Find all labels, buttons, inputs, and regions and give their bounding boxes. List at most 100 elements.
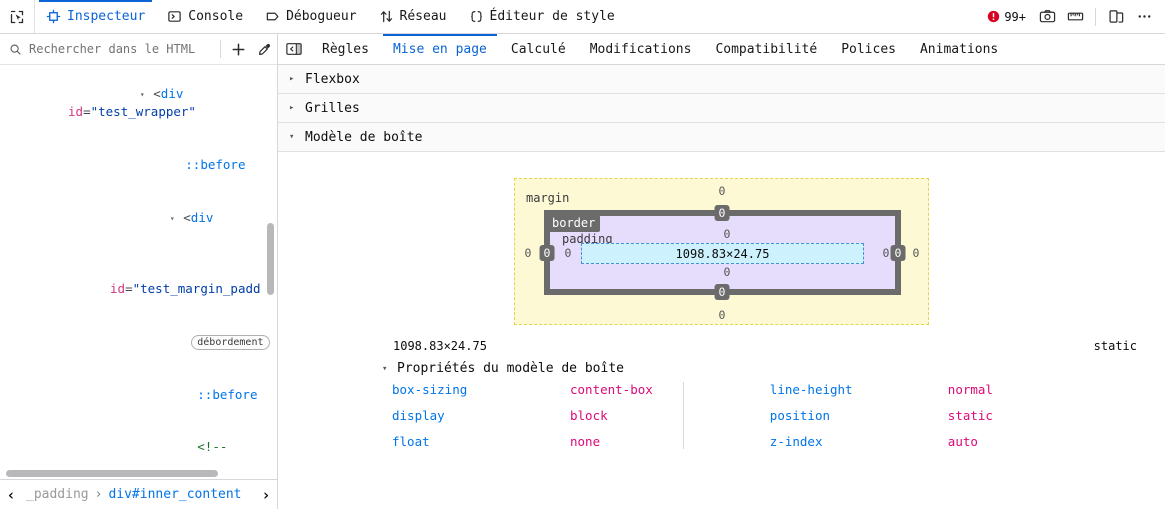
accordion-flexbox[interactable]: ▸ Flexbox [278,65,1165,94]
box-model-properties-grid: box-sizing content-box display block flo… [278,376,1165,449]
markup-node[interactable]: ::before [185,156,246,172]
markup-node-overflow-badge[interactable]: débordement [0,315,277,368]
margin-right-value[interactable]: 0 [912,246,920,260]
markup-node[interactable]: ::before [197,386,258,402]
padding-top-value[interactable]: 0 [723,227,731,241]
markup-node[interactable]: ▾<div [0,191,277,245]
padding-right-value[interactable]: 0 [882,246,890,260]
tab-modifications[interactable]: Modifications [578,34,704,64]
tab-reseau[interactable]: Réseau [368,0,458,33]
network-icon [379,9,394,24]
accordion-label: Flexbox [305,71,360,87]
accordion-grilles[interactable]: ▸ Grilles [278,94,1165,123]
box-model-properties-header[interactable]: ▾ Propriétés du modèle de boîte [278,361,1165,376]
box-model-position: static [1093,339,1137,353]
box-model-info-row: 1098.83×24.75 static [278,329,1165,359]
devtools-toolbar-controls: 99+ [981,0,1165,33]
tab-inspecteur[interactable]: Inspecteur [35,0,156,33]
tab-label: Débogueur [286,9,357,24]
padding-left-value[interactable]: 0 [564,246,572,260]
tab-compatibilite[interactable]: Compatibilité [703,34,829,64]
tab-editeur-de-style[interactable]: Éditeur de style [458,0,626,33]
overflow-badge[interactable]: débordement [191,334,270,350]
markup-tree[interactable]: ▾<div id="test_wrapper" ::before ▾<div i… [0,65,277,467]
box-model-border-region[interactable]: border padding 0 0 0 0 1098.83×24.75 [544,210,901,295]
margin-top-value[interactable]: 0 [718,184,726,198]
property-value[interactable]: static [947,408,993,423]
breadcrumb-item-0[interactable]: _padding [26,487,89,502]
property-value[interactable]: normal [947,382,993,397]
property-name[interactable]: position [769,408,831,423]
property-name[interactable]: line-height [769,382,853,397]
markup-node-attr[interactable]: id="test_margin_padd [110,281,261,297]
accordion-label: Grilles [305,100,360,116]
border-left-value[interactable]: 0 [539,245,555,261]
camera-icon[interactable] [1034,4,1060,30]
property-value[interactable]: none [570,434,601,449]
chevron-right-icon[interactable]: › [261,485,271,504]
tab-console[interactable]: Console [156,0,254,33]
padding-bottom-value[interactable]: 0 [723,265,731,279]
ruler-icon[interactable] [1062,4,1088,30]
box-model-padding-region[interactable]: padding 0 0 0 0 1098.83×24.75 [550,216,895,289]
responsive-design-mode-icon[interactable] [1103,4,1129,30]
search-input-wrapper[interactable] [0,41,216,57]
property-name[interactable]: box-sizing [392,382,468,397]
markup-comment-node[interactable]: <!-- [197,439,228,455]
border-bottom-value[interactable]: 0 [714,284,730,300]
sidebar-tab-label: Compatibilité [715,41,818,57]
padding-label: padding [562,232,613,246]
tab-label: Éditeur de style [489,9,615,24]
tab-debogueur[interactable]: Débogueur [254,0,367,33]
property-name[interactable]: z-index [769,434,823,449]
eyedropper-icon[interactable] [251,36,277,62]
tab-animations[interactable]: Animations [908,34,1010,64]
property-value[interactable]: auto [947,434,978,449]
breadcrumb-item-1[interactable]: div#inner_content [108,487,242,502]
content-size-label: 1098.83×24.75 [675,246,770,261]
property-value[interactable]: content-box [570,382,653,397]
chevron-right-icon: ▸ [289,103,295,113]
property-name[interactable]: float [392,434,430,449]
sidebar-tab-label: Règles [322,41,369,57]
error-badge-icon [987,10,1000,23]
breadcrumb: ‹ _padding › div#inner_content › [0,479,277,509]
border-top-value[interactable]: 0 [714,205,730,221]
sidebar-tabs: Règles Mise en page Calculé Modification… [278,34,1165,65]
markup-vertical-scrollbar[interactable] [267,223,274,295]
meatball-menu-icon[interactable] [1131,4,1157,30]
search-input[interactable] [27,41,216,57]
property-name[interactable]: display [392,408,445,423]
margin-left-value[interactable]: 0 [524,246,532,260]
error-count-badge[interactable]: 99+ [981,10,1032,24]
property-value[interactable]: block [570,408,608,423]
border-right-value[interactable]: 0 [890,245,906,261]
style-editor-icon [469,9,484,24]
markup-horizontal-scrollbar[interactable] [6,470,218,477]
tab-mise-en-page[interactable]: Mise en page [381,34,499,64]
sidebar-toggle-icon[interactable] [278,34,310,64]
accordion-label: Modèle de boîte [305,129,423,145]
breadcrumb-separator: › [94,487,103,502]
tab-regles[interactable]: Règles [310,34,381,64]
element-picker-icon[interactable] [0,0,35,33]
markup-node[interactable]: ▾<div id="test_wrapper" [68,85,196,120]
breadcrumb-items: _padding › div#inner_content [22,485,255,504]
sidebar-tab-label: Polices [841,41,896,57]
expand-twisty-icon[interactable]: ▾ [169,213,175,223]
tab-polices[interactable]: Polices [829,34,908,64]
plus-icon[interactable] [225,36,251,62]
box-model-diagram-wrapper: margin 0 0 0 0 border padding 0 [278,152,1165,329]
tab-calcule[interactable]: Calculé [499,34,578,64]
box-model-margin-region[interactable]: margin 0 0 0 0 border padding 0 [514,178,929,325]
markup-search-toolbar [0,34,277,65]
sidebar-tab-label: Mise en page [392,41,487,57]
chevron-right-icon: ▸ [289,74,295,84]
chevron-left-icon[interactable]: ‹ [6,485,16,504]
accordion-modele-de-boite[interactable]: ▾ Modèle de boîte [278,123,1165,152]
toolbar-divider [220,40,221,58]
tab-label: Réseau [399,9,447,24]
box-model-content-region[interactable]: 1098.83×24.75 [581,243,864,264]
expand-twisty-icon[interactable]: ▾ [139,89,145,99]
margin-bottom-value[interactable]: 0 [718,308,726,322]
